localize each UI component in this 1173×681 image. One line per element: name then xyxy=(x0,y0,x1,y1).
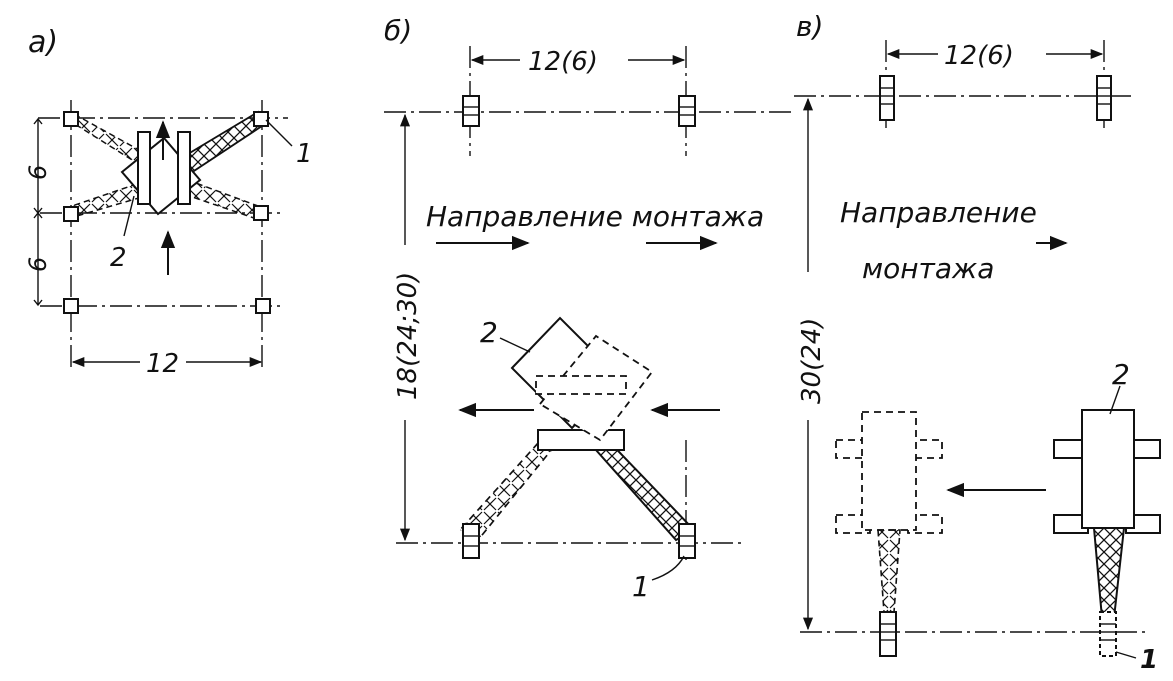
callout-1: 1 xyxy=(1140,645,1158,675)
column xyxy=(253,111,269,127)
column xyxy=(462,523,480,559)
callout-1: 1 xyxy=(296,139,313,169)
crane-track xyxy=(537,429,625,451)
direction-label: Направление монтажа xyxy=(426,200,764,233)
column xyxy=(63,298,79,314)
direction-label-line1: Направление xyxy=(840,196,1037,229)
column xyxy=(1099,611,1117,657)
callout-2: 2 xyxy=(480,316,498,349)
crane-track xyxy=(177,131,191,205)
dimension-tick xyxy=(33,207,43,219)
crane-body-dashed xyxy=(861,411,917,531)
dimension-span: 12(6) xyxy=(528,47,598,77)
dimension-step-2: 6 xyxy=(24,257,52,272)
boom-lattice-dashed xyxy=(877,529,901,613)
crane-track xyxy=(137,131,151,205)
panel-a-label: а) xyxy=(28,25,58,60)
panel-b-label: б) xyxy=(384,14,412,47)
column xyxy=(678,95,696,127)
dimension-length: 18(24;30) xyxy=(393,272,423,400)
column xyxy=(63,206,79,222)
dimension-tick xyxy=(33,299,43,307)
column xyxy=(879,611,897,657)
column xyxy=(462,95,480,127)
column xyxy=(1096,75,1112,121)
column xyxy=(255,298,271,314)
panel-a: а) 6 6 12 xyxy=(24,25,313,379)
column xyxy=(678,523,696,559)
leader-line xyxy=(123,195,135,237)
column xyxy=(63,111,79,127)
column xyxy=(879,75,895,121)
callout-2: 2 xyxy=(1112,358,1130,391)
crane-track-dashed xyxy=(535,375,627,395)
panel-b: б) 12(6) 18(24;30) Направление монтажа xyxy=(384,14,796,603)
dimension-tick xyxy=(33,117,43,125)
crane-dashed xyxy=(835,411,943,613)
leader-line xyxy=(499,337,531,353)
dimension-step-1: 6 xyxy=(24,165,52,180)
column xyxy=(253,205,269,221)
leader-line xyxy=(1115,651,1137,659)
callout-1: 1 xyxy=(632,570,650,603)
dimension-span: 12 xyxy=(146,349,179,379)
crane-solid xyxy=(1053,409,1161,619)
dimension-span: 12(6) xyxy=(944,41,1014,71)
leader-line xyxy=(651,555,685,581)
crane-body xyxy=(1081,409,1135,529)
boom-lattice xyxy=(1092,527,1126,619)
callout-2: 2 xyxy=(110,243,127,273)
panel-c: в) 12(6) 30(24) Направление монтажа xyxy=(794,10,1161,675)
direction-label-line2: монтажа xyxy=(862,252,994,285)
leader-line xyxy=(265,119,293,147)
panel-c-label: в) xyxy=(796,10,823,43)
leader-line xyxy=(1109,385,1121,415)
dimension-length: 30(24) xyxy=(797,318,827,404)
